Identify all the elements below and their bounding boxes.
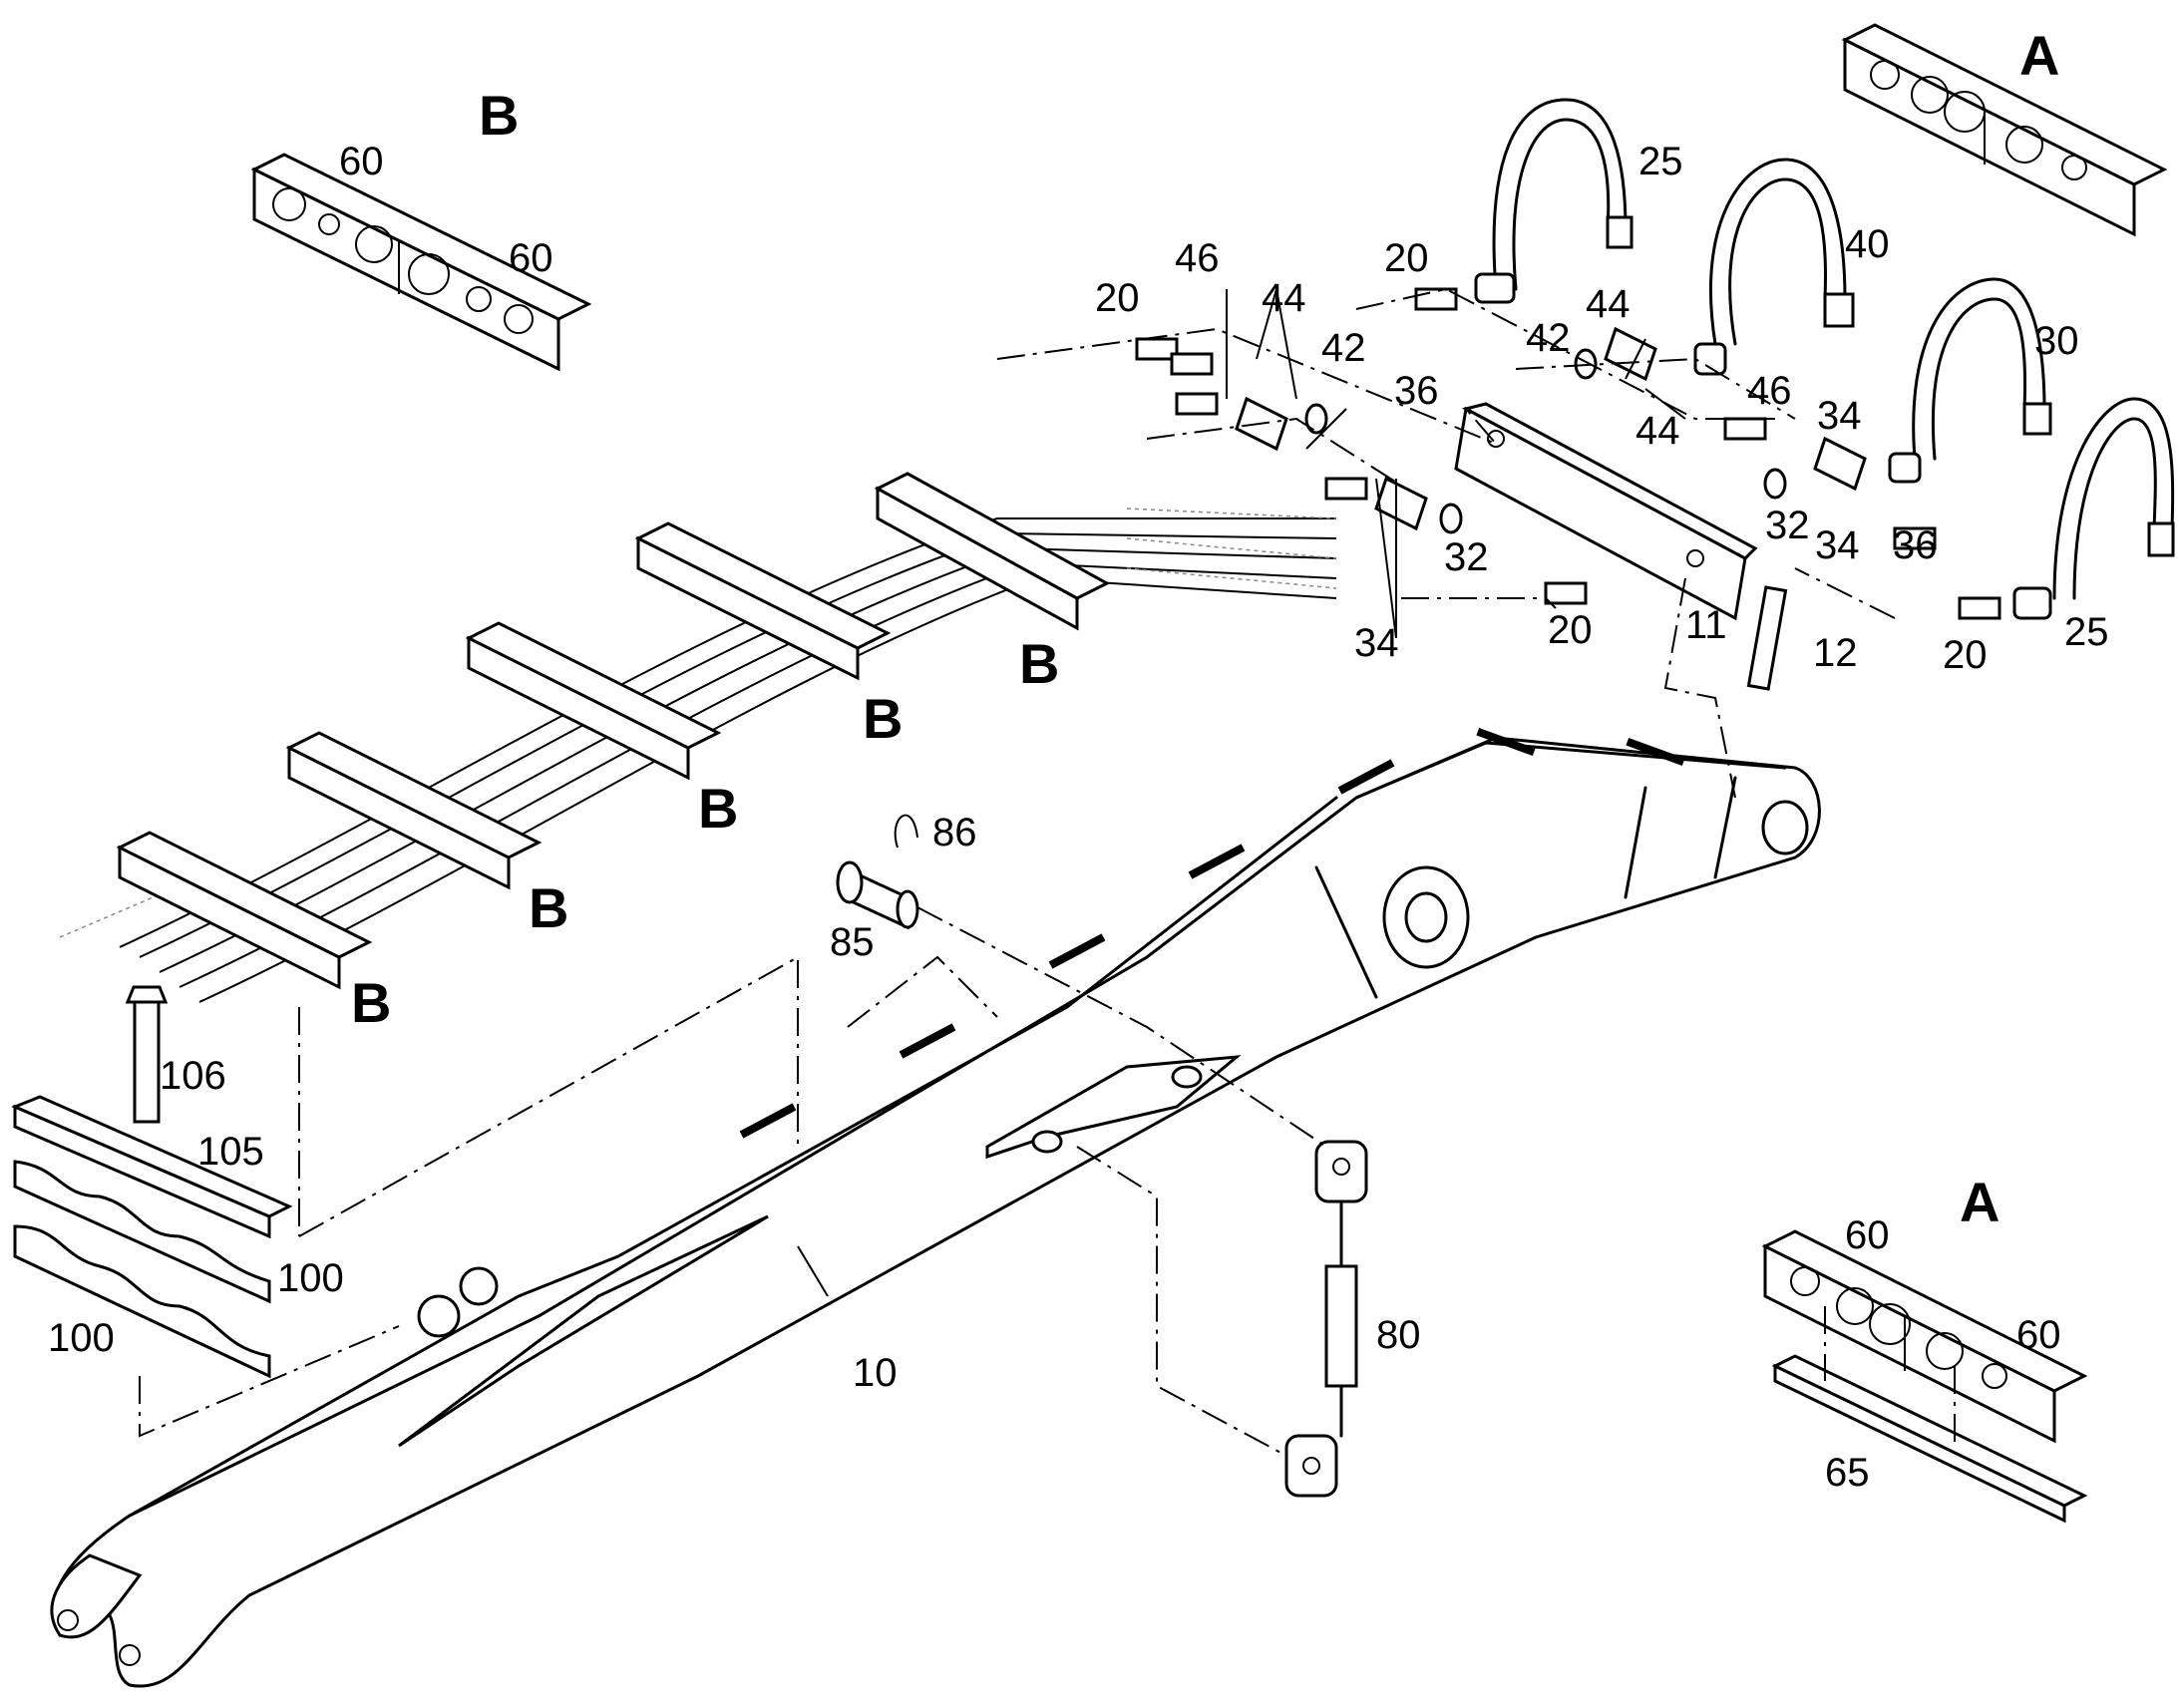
callout-44-b: 44 bbox=[1586, 282, 1631, 326]
section-label-b-clamp-1: B bbox=[1019, 632, 1059, 695]
callout-100-b: 100 bbox=[48, 1316, 115, 1360]
callout-34-b: 34 bbox=[1817, 394, 1862, 438]
callout-40: 40 bbox=[1845, 222, 1890, 266]
leader-lines bbox=[797, 288, 1686, 1297]
callout-30: 30 bbox=[2034, 319, 2079, 363]
detail-a-clamp-bottom bbox=[1761, 1229, 2088, 1524]
section-label-a-bottom: A bbox=[1960, 1171, 1999, 1233]
callout-25-bottom: 25 bbox=[2064, 610, 2109, 654]
callout-34-c: 34 bbox=[1815, 523, 1860, 567]
callout-105: 105 bbox=[197, 1130, 264, 1174]
section-label-a-top: A bbox=[2019, 24, 2059, 87]
clamp-block-4 bbox=[634, 521, 892, 681]
callout-20-d: 20 bbox=[1943, 633, 1988, 677]
boom-arm bbox=[50, 727, 1821, 1688]
callout-100-a: 100 bbox=[277, 1256, 344, 1300]
callout-34-a: 34 bbox=[1354, 621, 1399, 665]
section-label-b-clamp-2: B bbox=[863, 687, 903, 750]
clamp-block-3 bbox=[465, 621, 722, 781]
small-parts bbox=[1135, 287, 2001, 620]
clamp-block-2 bbox=[285, 731, 543, 890]
callout-60-a-right: 60 bbox=[2016, 1313, 2061, 1357]
section-label-b-top: B bbox=[479, 84, 519, 147]
callout-46-a: 46 bbox=[1175, 236, 1220, 280]
callout-10: 10 bbox=[853, 1351, 898, 1395]
section-label-b-clamp-3: B bbox=[698, 777, 738, 840]
callout-86: 86 bbox=[932, 811, 977, 854]
mounting-plate bbox=[1454, 402, 1788, 691]
callout-44-c: 44 bbox=[1635, 409, 1680, 453]
section-label-b-clamp-4: B bbox=[529, 876, 568, 939]
clamp-block-5 bbox=[874, 472, 1111, 631]
callout-85: 85 bbox=[830, 920, 875, 964]
callout-12: 12 bbox=[1813, 631, 1858, 675]
clamp-stack bbox=[11, 985, 293, 1379]
clamp-block-1 bbox=[116, 831, 373, 990]
callout-65: 65 bbox=[1825, 1451, 1870, 1495]
callout-36-a: 36 bbox=[1394, 369, 1439, 413]
hose-fittings bbox=[1474, 98, 2175, 620]
callout-60-b-left: 60 bbox=[339, 140, 384, 183]
turnbuckle-rod bbox=[1284, 1140, 1368, 1498]
callout-60-a-left: 60 bbox=[1845, 1213, 1890, 1257]
callout-11: 11 bbox=[1685, 603, 1727, 647]
callout-20-a: 20 bbox=[1095, 276, 1140, 320]
detail-a-clamp-top bbox=[1841, 23, 2168, 237]
callout-44-a: 44 bbox=[1262, 276, 1306, 320]
callout-32-b: 32 bbox=[1765, 504, 1810, 547]
callout-60-b-right: 60 bbox=[509, 236, 553, 280]
callout-42-b: 42 bbox=[1526, 316, 1571, 360]
detail-b-clamp bbox=[250, 153, 592, 372]
callout-20-b: 20 bbox=[1384, 236, 1429, 280]
callout-106: 106 bbox=[160, 1054, 226, 1098]
callout-42-a: 42 bbox=[1321, 326, 1366, 370]
callout-46-b: 46 bbox=[1747, 369, 1792, 413]
callout-80: 80 bbox=[1376, 1313, 1421, 1357]
callout-36-b: 36 bbox=[1893, 523, 1938, 567]
section-label-b-clamp-5: B bbox=[351, 971, 391, 1034]
pin-and-clip bbox=[836, 814, 919, 930]
callout-25-top: 25 bbox=[1638, 140, 1683, 183]
callout-32-a: 32 bbox=[1444, 535, 1489, 579]
assembly-lines bbox=[139, 287, 1896, 1457]
callout-20-c: 20 bbox=[1548, 608, 1593, 652]
